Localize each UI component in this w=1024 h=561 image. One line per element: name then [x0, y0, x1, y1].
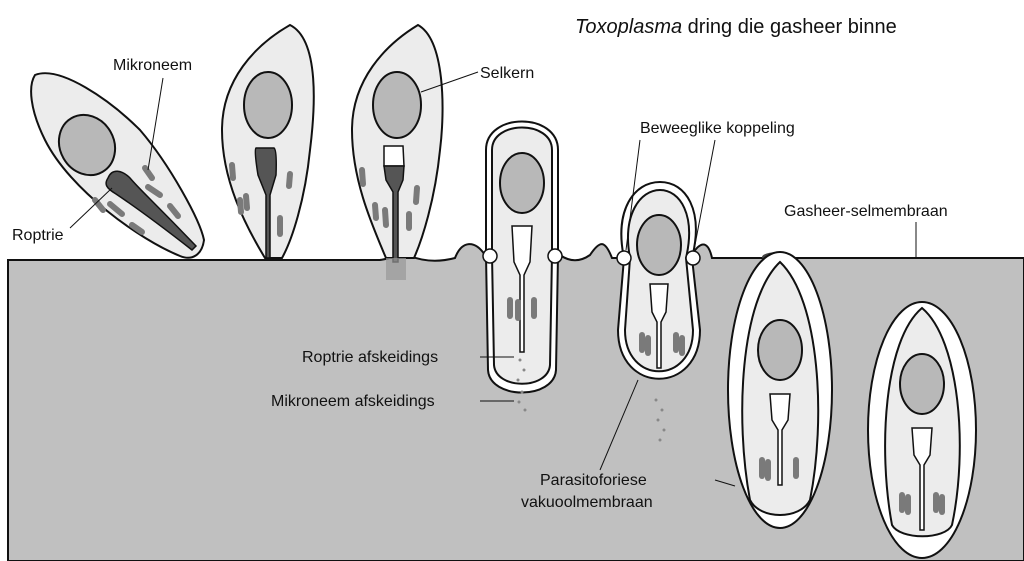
parasite-gliding	[30, 72, 206, 259]
label-rhoptry: Roptrie	[12, 227, 64, 244]
parasite-secreting	[350, 23, 444, 280]
parasite-intracellular	[867, 301, 977, 559]
parasite-invading	[616, 180, 702, 442]
label-host-membrane: Gasheer-selmembraan	[784, 203, 948, 220]
diagram-title: Toxoplasma dring die gasheer binne	[575, 16, 897, 38]
parasite-entering	[482, 120, 563, 412]
label-nucleus: Selkern	[480, 65, 534, 82]
label-microneme-secretions: Mikroneem afskeidings	[271, 393, 435, 410]
label-moving-junction: Beweeglike koppeling	[640, 120, 795, 137]
label-microneme: Mikroneem	[113, 57, 192, 74]
parasite-in-vacuole	[727, 251, 833, 529]
parasite-attached	[220, 23, 315, 259]
label-rhoptry-secretions: Roptrie afskeidings	[302, 349, 438, 366]
